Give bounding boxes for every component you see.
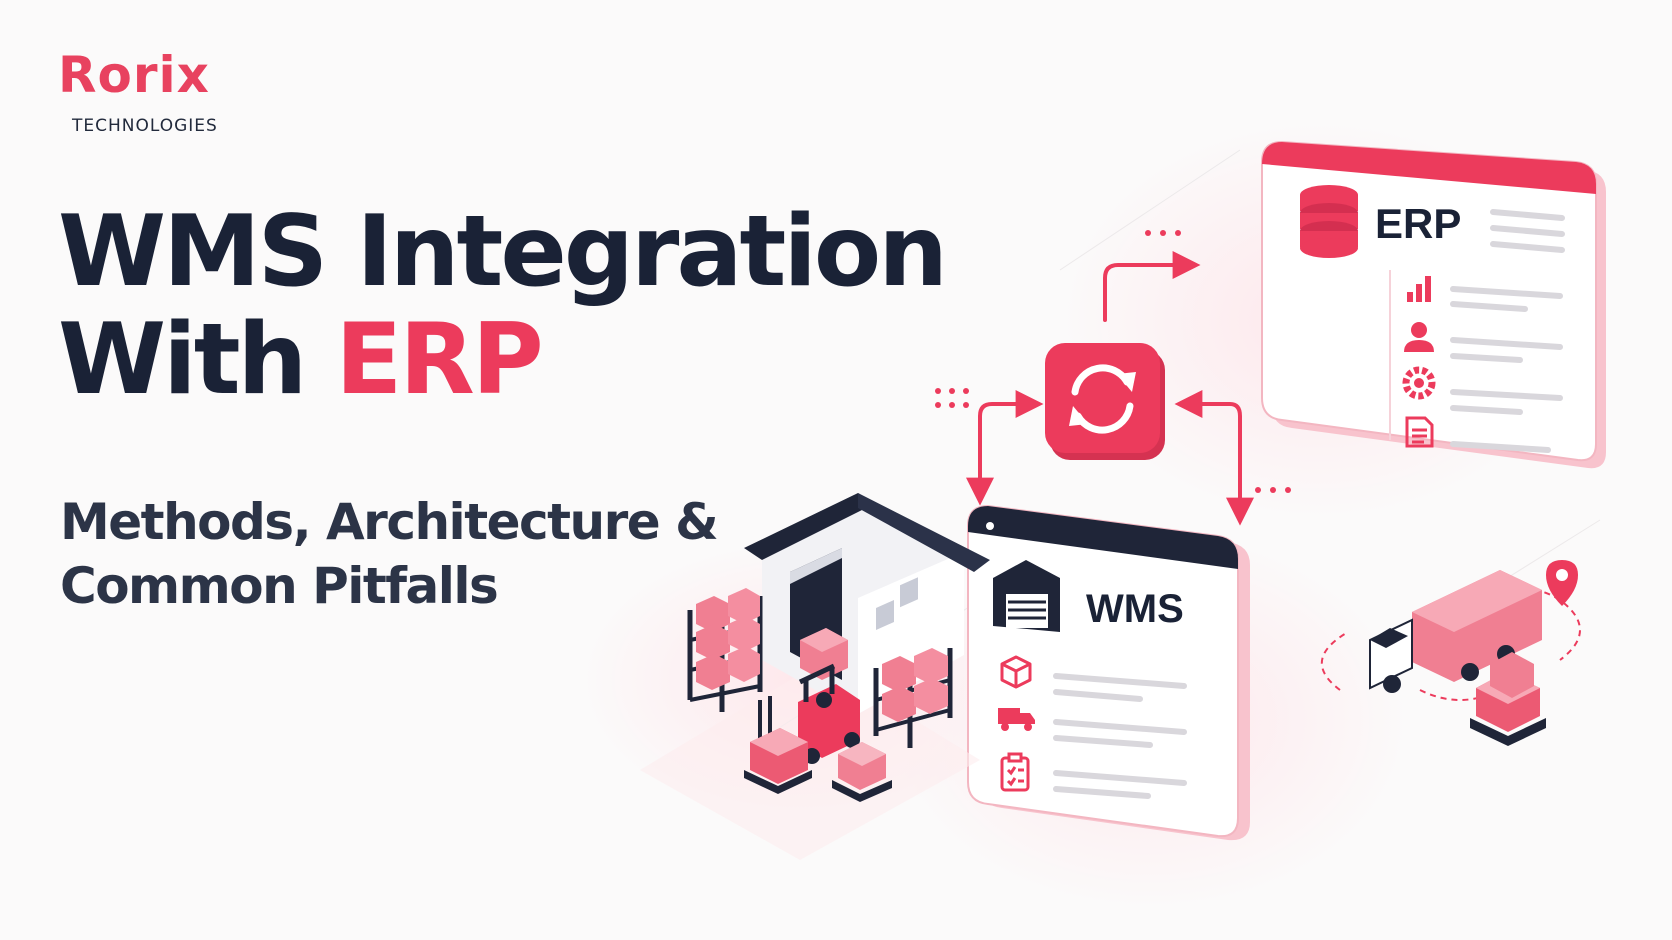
erp-card: ERP: [1261, 140, 1606, 469]
location-pin-icon: [1546, 560, 1578, 606]
subtitle-line-1: Methods, Architecture &: [60, 493, 719, 551]
brand-logo: Rorix TECHNOLOGIES: [58, 50, 278, 140]
package-icon: [1000, 655, 1032, 689]
database-icon: [1300, 185, 1358, 258]
connector-arrows: [966, 251, 1254, 526]
wms-card: WMS: [967, 504, 1250, 841]
pallet-boxes: [1470, 652, 1546, 746]
wms-card-label: WMS: [1086, 587, 1184, 631]
title-line-2-accent: ERP: [335, 303, 543, 417]
bar-chart-icon: [1407, 276, 1431, 302]
user-icon: [1404, 322, 1434, 352]
page-subtitle: Methods, Architecture & Common Pitfalls: [60, 490, 719, 618]
title-line-2-prefix: With: [58, 303, 336, 417]
warehouse-icon: [993, 560, 1060, 632]
subtitle-line-2: Common Pitfalls: [60, 557, 499, 615]
logo-wordmark: Rorix: [58, 46, 210, 104]
title-line-1: WMS Integration: [58, 195, 948, 309]
truck-icon: [998, 708, 1035, 731]
sync-hub: [1045, 343, 1165, 460]
page-title: WMS Integration With ERP: [58, 195, 948, 417]
clipboard-icon: [1000, 752, 1030, 792]
document-icon: [1405, 416, 1434, 448]
left-shelf: [687, 588, 763, 712]
erp-card-label: ERP: [1375, 200, 1461, 247]
right-shelf: [873, 648, 953, 748]
gear-icon: [1402, 366, 1436, 400]
warehouse-scene: [640, 493, 990, 860]
delivery-scene: [1321, 560, 1581, 746]
logo-subtext: TECHNOLOGIES: [72, 116, 218, 136]
forklift-icon: [758, 663, 860, 764]
